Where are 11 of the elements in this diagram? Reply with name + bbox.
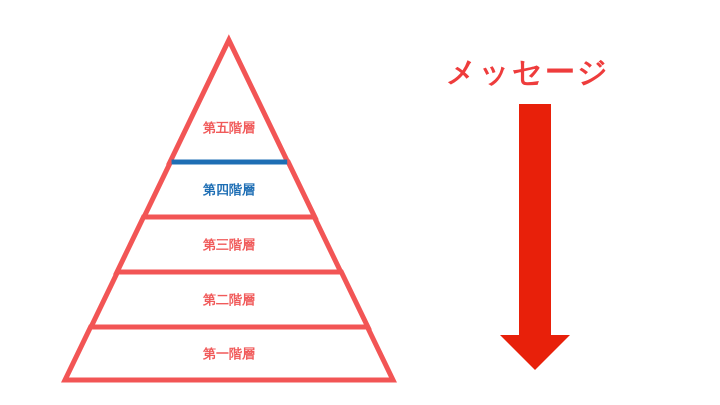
layer-label: 第二階層 [202,292,256,308]
pyramid-layer [62,324,396,383]
arrow-caption: メッセージ [445,54,611,92]
pyramid-layer [140,159,318,220]
layer-label: 第三階層 [202,236,256,254]
pyramid-layer [114,214,344,275]
pyramid-layer [88,269,370,330]
layer-label: 第四階層 [202,182,256,198]
pyramid-layer [167,37,291,165]
layer-label: 第五階層 [202,120,256,137]
layer-label: 第一階層 [202,346,256,362]
